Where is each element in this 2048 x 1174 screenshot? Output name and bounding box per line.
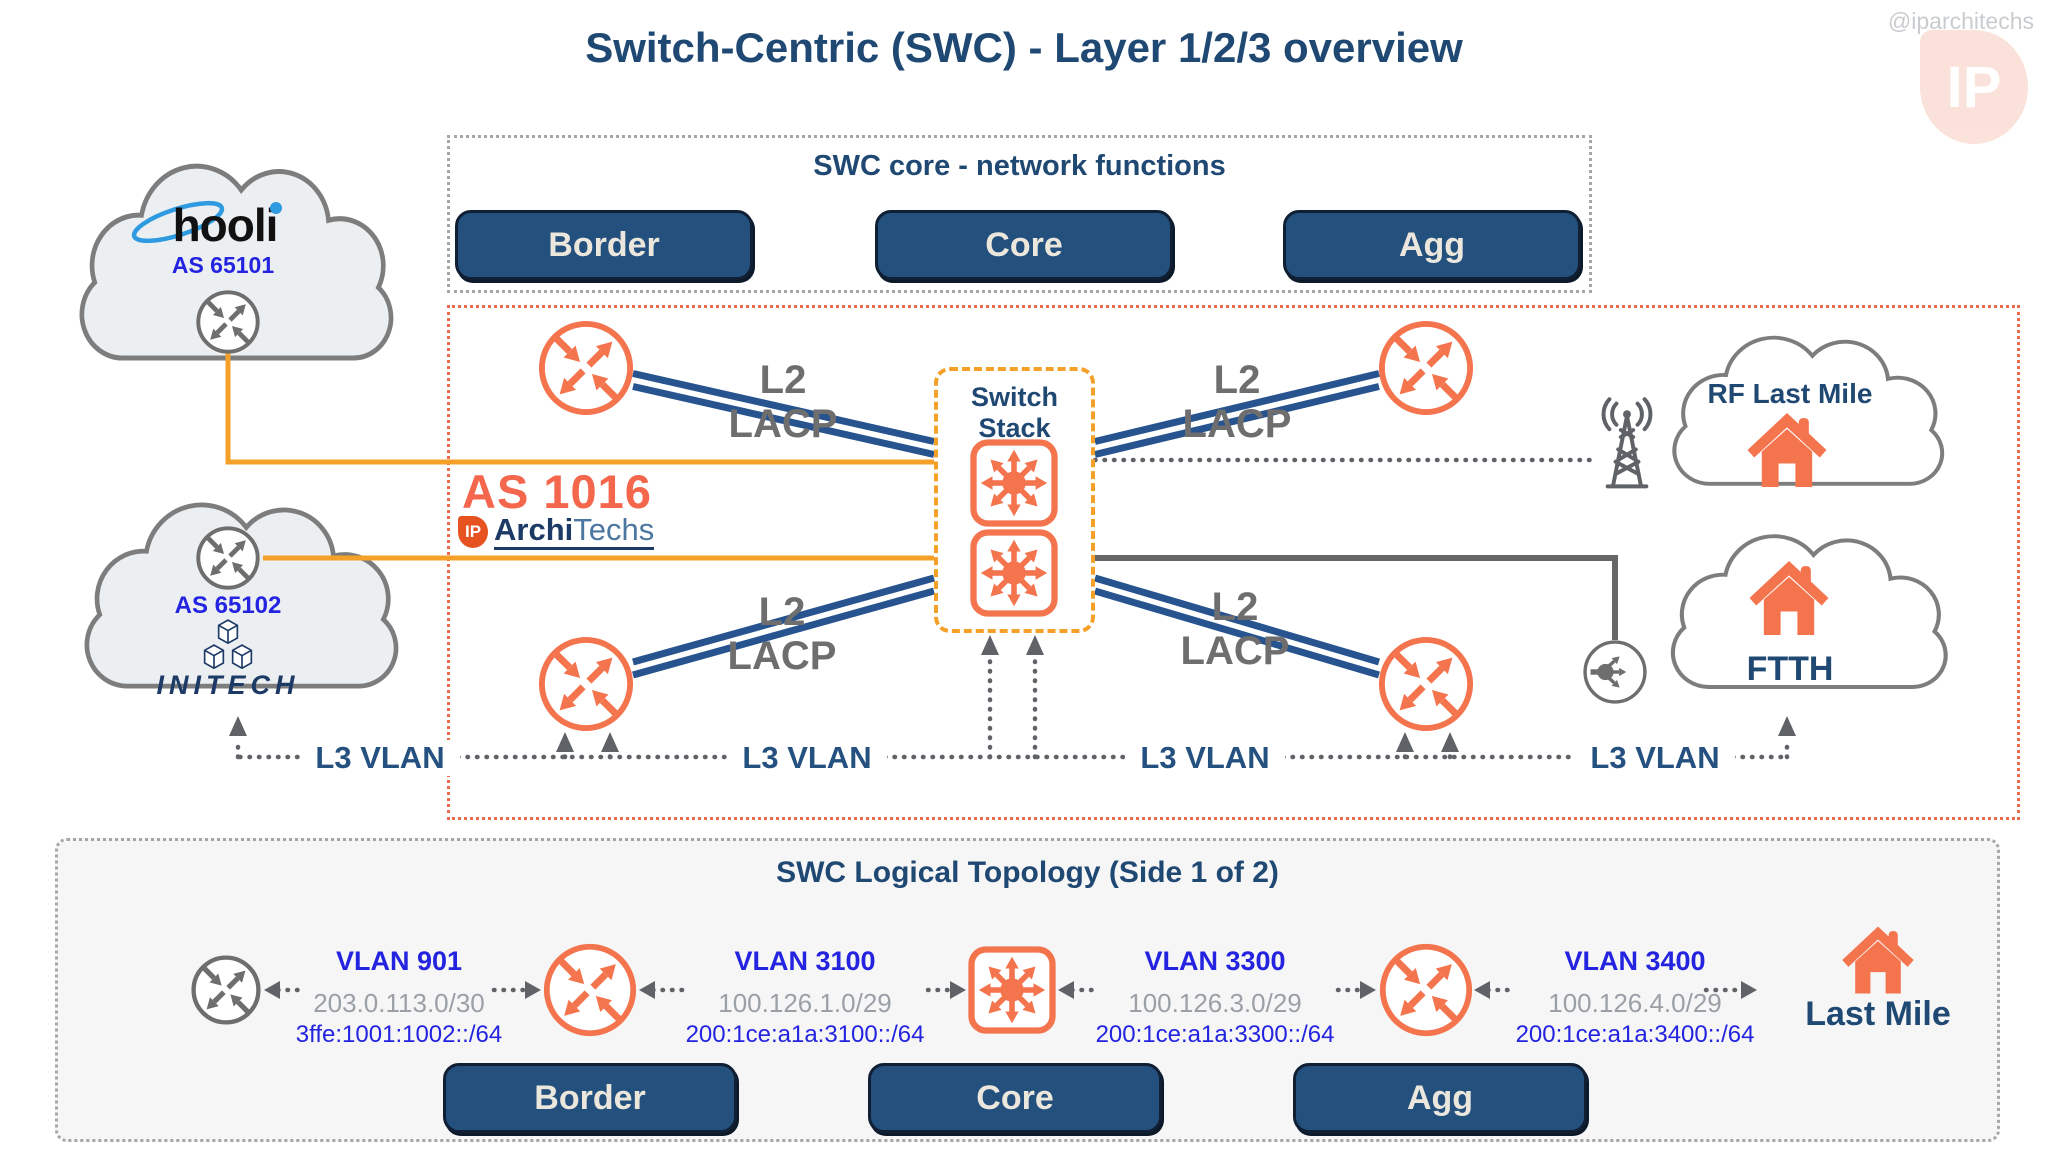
- rf-last-mile-label: RF Last Mile: [1707, 378, 1873, 409]
- brand-suffix: Techs: [573, 512, 655, 547]
- architechs-logo: IP ArchiTechs: [458, 512, 655, 550]
- initech-logo: INITECH: [156, 670, 300, 700]
- ipv6-prefix: 200:1ce:a1a:3100::/64: [685, 1021, 925, 1048]
- logical-title: SWC Logical Topology (Side 1 of 2): [776, 856, 1279, 889]
- ipv6-prefix: 3ffe:1001:1002::/64: [295, 1021, 503, 1048]
- ip-logo: IP: [458, 515, 488, 548]
- l3-vlan-label: L3 VLAN: [1575, 740, 1735, 776]
- router-icon: [1378, 942, 1474, 1038]
- vlan-901-labels: VLAN 901 203.0.113.0/30 3ffe:1001:1002::…: [259, 946, 539, 1049]
- router-icon: [542, 942, 638, 1038]
- l3-vlan-arrowheads: [229, 635, 1796, 752]
- vlan-3300-labels: VLAN 3300 100.126.3.0/29 200:1ce:a1a:330…: [1075, 946, 1355, 1049]
- ip-watermark-logo: IP: [1920, 30, 2028, 144]
- vlan-name: VLAN 3400: [1564, 946, 1706, 976]
- l3-vlan-label: L3 VLAN: [1125, 740, 1285, 776]
- lacp-links: [632, 370, 1380, 679]
- switch-icon: [969, 528, 1059, 618]
- router-icon: [195, 289, 261, 355]
- border-button[interactable]: Border: [443, 1063, 737, 1133]
- router-icon: [537, 635, 635, 733]
- house-icon: [1749, 561, 1829, 635]
- house-icon: [1842, 926, 1914, 994]
- house-icon: [1747, 413, 1827, 487]
- peering-lines: [225, 352, 934, 561]
- switch-icon: [967, 945, 1057, 1035]
- ipv6-prefix: 200:1ce:a1a:3300::/64: [1095, 1021, 1335, 1048]
- hooli-swoosh-icon: [131, 200, 225, 244]
- border-button[interactable]: Border: [455, 210, 753, 280]
- switch-stack-label: Switch Stack: [970, 382, 1058, 443]
- switch-stack-box: [934, 367, 1095, 633]
- core-button[interactable]: Core: [868, 1063, 1162, 1133]
- as-1016-label: AS 1016: [462, 465, 652, 518]
- switch-icon: [969, 438, 1059, 528]
- ipv4-prefix: 100.126.1.0/29: [718, 988, 892, 1018]
- l3-vlan-bus: [235, 652, 1790, 760]
- vlan-name: VLAN 3300: [1144, 946, 1286, 976]
- splitter-icon: [1581, 638, 1649, 706]
- logical-arrowheads: [264, 981, 1757, 999]
- l3-vlan-label: L3 VLAN: [300, 740, 460, 776]
- initech-logo-icon: [203, 619, 253, 670]
- initech-asn: AS 65102: [174, 592, 282, 619]
- hooli-logo: hooli: [172, 199, 279, 251]
- ftth-feed-line: [1095, 555, 1618, 640]
- router-icon: [195, 525, 261, 591]
- vlan-name: VLAN 901: [335, 946, 463, 976]
- physical-topology-box: [447, 305, 2020, 820]
- hooli-asn: AS 65101: [171, 252, 275, 278]
- ipv6-prefix: 200:1ce:a1a:3400::/64: [1515, 1021, 1755, 1048]
- watermark-handle: @iparchitechs: [1887, 8, 2034, 34]
- core-box-title: SWC core - network functions: [813, 150, 1226, 182]
- ipv4-prefix: 100.126.4.0/29: [1548, 988, 1722, 1018]
- router-icon: [537, 319, 635, 417]
- vlan-3400-labels: VLAN 3400 100.126.4.0/29 200:1ce:a1a:340…: [1495, 946, 1775, 1049]
- router-icon: [1377, 635, 1475, 733]
- vlan-name: VLAN 3100: [734, 946, 876, 976]
- page-title: Switch-Centric (SWC) - Layer 1/2/3 overv…: [585, 24, 1463, 71]
- router-icon: [190, 954, 262, 1026]
- last-mile-label: Last Mile: [1805, 995, 1951, 1033]
- hooli-i-dot: [270, 202, 282, 214]
- agg-button[interactable]: Agg: [1283, 210, 1581, 280]
- core-button[interactable]: Core: [875, 210, 1173, 280]
- swc-core-box: [447, 135, 1592, 293]
- l3-vlan-label: L3 VLAN: [727, 740, 887, 776]
- router-icon: [1377, 319, 1475, 417]
- ftth-label: FTTH: [1746, 650, 1834, 688]
- ipv4-prefix: 100.126.3.0/29: [1128, 988, 1302, 1018]
- brand-prefix: Archi: [494, 512, 574, 547]
- radio-tower-icon: [1601, 397, 1653, 489]
- vlan-3100-labels: VLAN 3100 100.126.1.0/29 200:1ce:a1a:310…: [665, 946, 945, 1049]
- ipv4-prefix: 203.0.113.0/30: [313, 988, 485, 1018]
- agg-button[interactable]: Agg: [1293, 1063, 1587, 1133]
